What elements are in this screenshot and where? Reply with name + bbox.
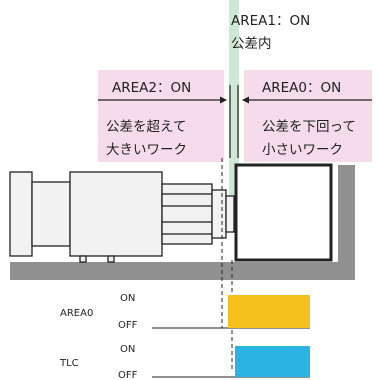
signal-tlc-on-label: ON (120, 344, 135, 355)
area0-label-bg (244, 70, 372, 162)
signal-area0-on-pulse (228, 295, 310, 328)
area2-label-bg (98, 70, 224, 162)
area2-arrow-head (220, 96, 227, 104)
signal-tlc-on-pulse (235, 346, 310, 377)
signal-tlc-off-label: OFF (118, 370, 138, 380)
signal-area0-on-label: ON (120, 293, 135, 304)
cylinder-pusher (225, 195, 235, 233)
cylinder-body (69, 171, 163, 257)
area1-label: AREA1：ON (231, 13, 310, 29)
area0-desc-line2: 小さいワーク (262, 142, 343, 158)
cylinder-motor (9, 171, 33, 257)
workpiece-stop-wall (338, 165, 355, 280)
area2-label: AREA2：ON (112, 80, 191, 96)
cylinder (9, 171, 235, 263)
cylinder-foot-left (79, 255, 87, 263)
area0-desc-line1: 公差を下回って (262, 119, 356, 135)
floor (10, 262, 355, 280)
signal-tlc-name: TLC (59, 358, 79, 369)
area0-label: AREA0：ON (262, 80, 341, 96)
area0-arrow-head (242, 96, 249, 104)
signal-area0-off-label: OFF (118, 320, 138, 331)
area1-band (229, 0, 239, 232)
area2-desc-line2: 大きいワーク (106, 142, 187, 158)
cylinder-rod-top (161, 193, 213, 207)
cylinder-head (211, 189, 227, 239)
signal-area0-name: AREA0 (60, 308, 93, 319)
area1-desc: 公差内 (231, 36, 272, 52)
cylinder-rod-block (161, 183, 213, 245)
cylinder-rod-bottom (161, 221, 213, 235)
cylinder-motor-cap (31, 181, 71, 247)
area2-desc-line1: 公差を超えて (106, 119, 186, 135)
workpiece (234, 163, 333, 262)
cylinder-foot-right (107, 255, 115, 263)
